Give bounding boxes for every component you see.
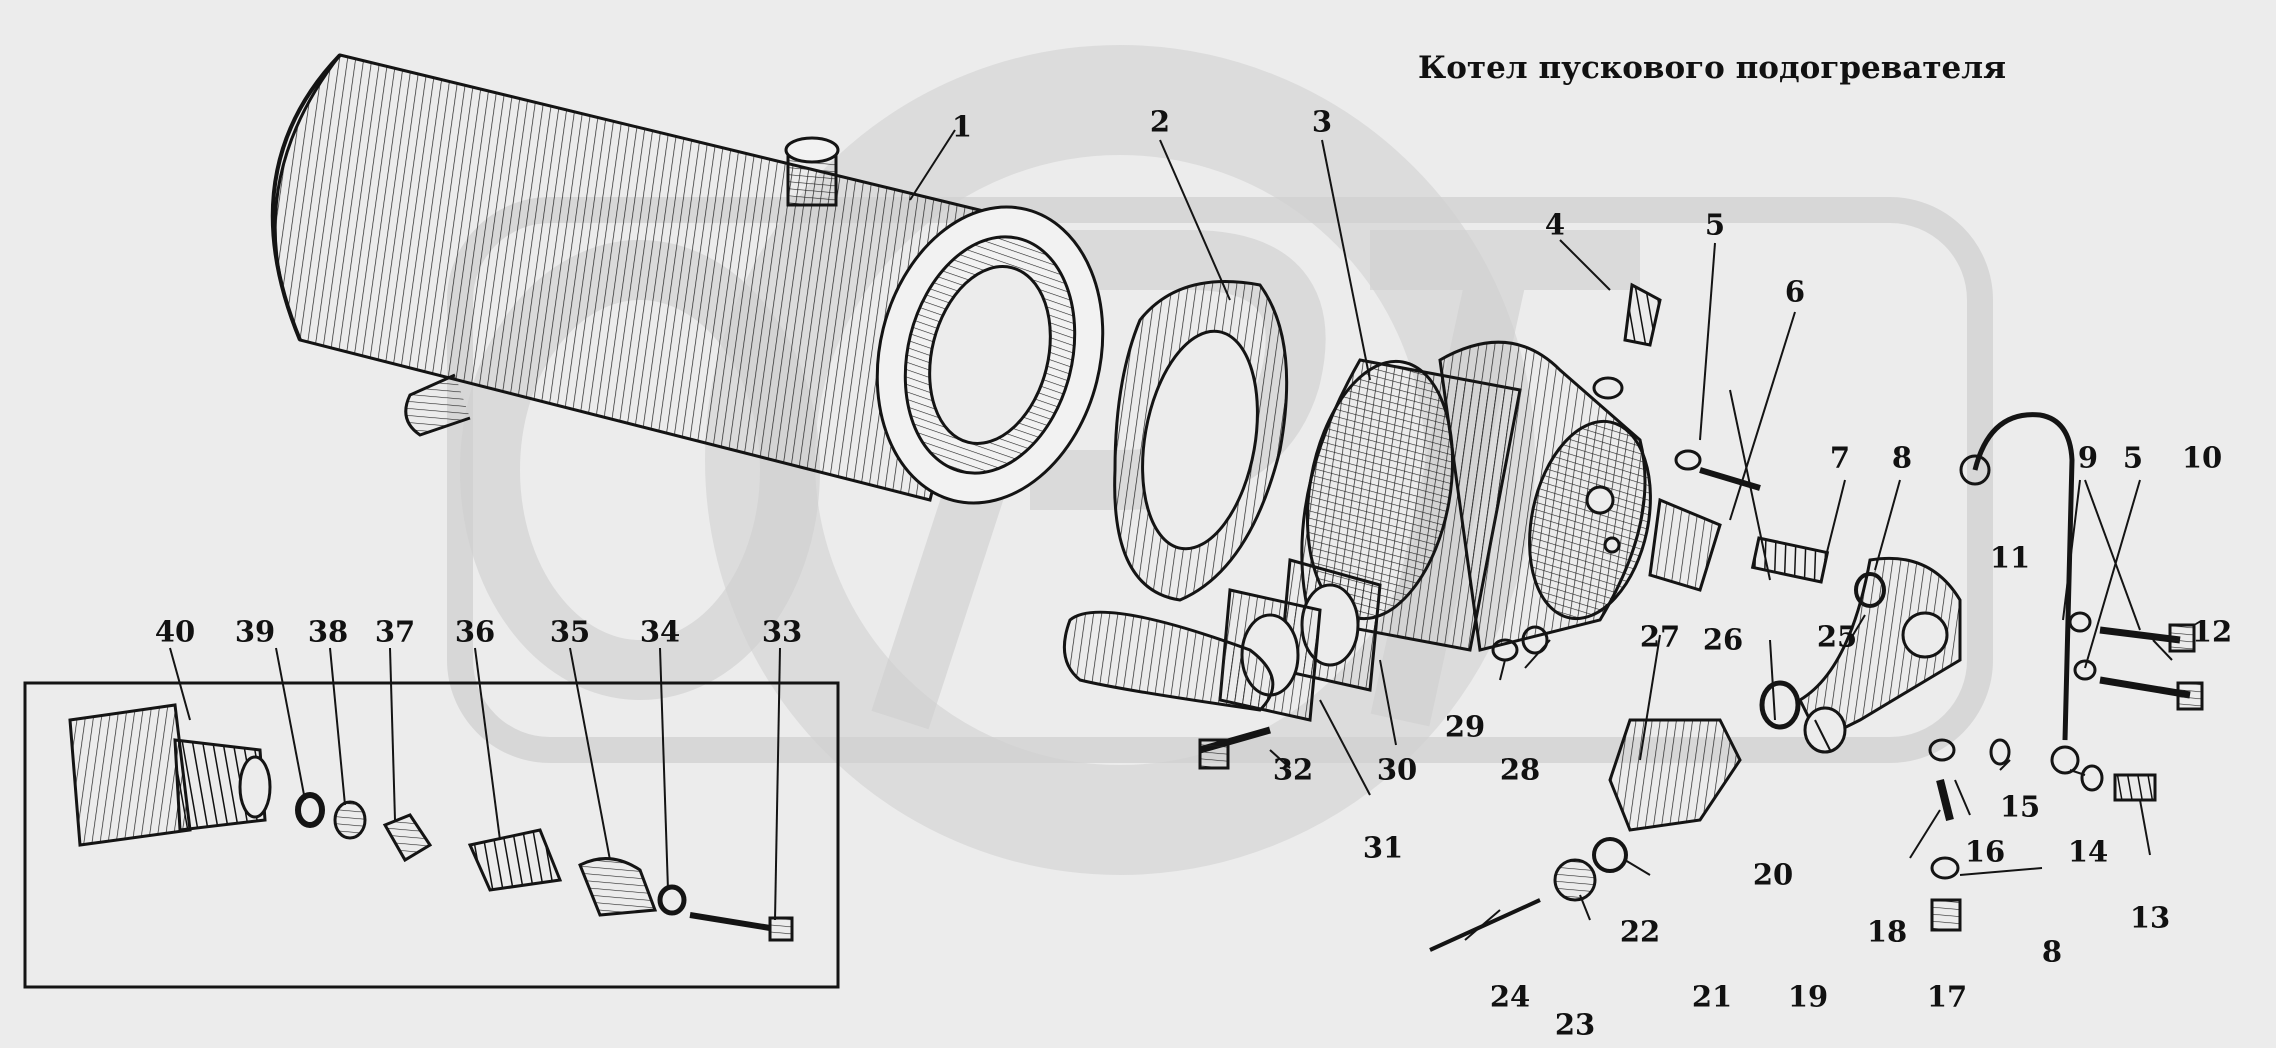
label-part-9: 9 (2077, 440, 2099, 475)
label-part-10: 10 (2181, 440, 2223, 475)
leader-lines (169, 129, 2173, 941)
label-part-26: 26 (1702, 622, 1744, 657)
label-part-32: 32 (1272, 752, 1314, 787)
label-part-5: 5 (1704, 207, 1726, 242)
part-9-to-19-right-assembly (1198, 412, 2204, 952)
label-part-8-second: 8 (2041, 934, 2063, 969)
label-part-16: 16 (1964, 834, 2006, 869)
label-part-11: 11 (1989, 540, 2031, 575)
label-part-23: 23 (1554, 1007, 1596, 1042)
label-part-15: 15 (1999, 789, 2041, 824)
label-part-21: 21 (1691, 979, 1733, 1014)
part-30-31-flanges (1062, 558, 1382, 722)
label-part-7: 7 (1829, 440, 1851, 475)
label-part-25: 25 (1816, 619, 1858, 654)
label-part-24: 24 (1489, 979, 1531, 1014)
label-part-39: 39 (234, 614, 276, 649)
label-part-2: 2 (1149, 104, 1171, 139)
label-part-14: 14 (2067, 834, 2109, 869)
label-part-20: 20 (1752, 857, 1794, 892)
label-part-12: 12 (2191, 614, 2233, 649)
label-part-5-second: 5 (2122, 440, 2144, 475)
label-part-30: 30 (1376, 752, 1418, 787)
label-part-4: 4 (1544, 207, 1566, 242)
label-part-8: 8 (1891, 440, 1913, 475)
label-part-3: 3 (1311, 104, 1333, 139)
label-part-33: 33 (761, 614, 803, 649)
label-part-40: 40 (154, 614, 196, 649)
inset-box (23, 681, 840, 989)
label-part-1: 1 (951, 109, 973, 144)
part-2-gasket (1113, 280, 1289, 602)
label-part-36: 36 (454, 614, 496, 649)
label-part-38: 38 (307, 614, 349, 649)
part-4-to-8-hardware (1592, 282, 1886, 608)
label-part-31: 31 (1362, 830, 1404, 865)
label-part-22: 22 (1619, 914, 1661, 949)
part-1-boiler-body (270, 53, 1105, 505)
label-part-37: 37 (374, 614, 416, 649)
label-part-35: 35 (549, 614, 591, 649)
label-part-6: 6 (1784, 274, 1806, 309)
label-part-17: 17 (1926, 979, 1968, 1014)
label-part-18: 18 (1866, 914, 1908, 949)
label-part-28: 28 (1499, 752, 1541, 787)
label-part-19: 19 (1787, 979, 1829, 1014)
label-part-13: 13 (2129, 900, 2171, 935)
label-part-34: 34 (639, 614, 681, 649)
diagram-title: Котел пускового подогревателя (1418, 50, 2007, 86)
label-part-27: 27 (1639, 619, 1681, 654)
label-part-29: 29 (1444, 709, 1486, 744)
